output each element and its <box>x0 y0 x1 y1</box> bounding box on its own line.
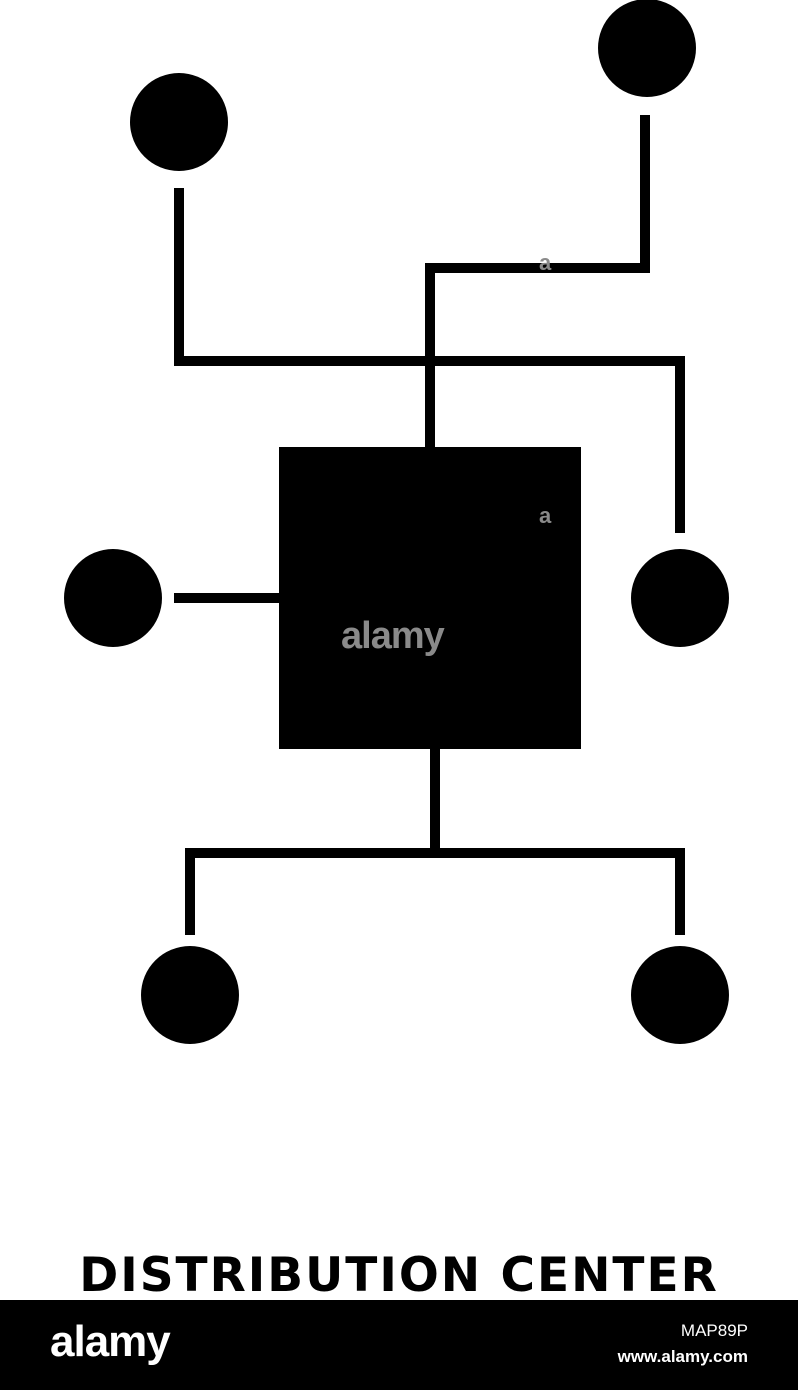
watermark-mark: a <box>539 250 552 275</box>
connector-bottom <box>185 749 685 935</box>
node-top-right <box>598 0 696 97</box>
distribution-center-icon <box>64 0 729 1044</box>
caption-title: DISTRIBUTION CENTER <box>79 1248 719 1303</box>
node-middle-right <box>631 549 729 647</box>
watermark-center: alamy <box>341 615 445 657</box>
node-top-left <box>130 73 228 171</box>
footer-brand-logo: alamy <box>50 1317 171 1366</box>
footer-image-id: MAP89P <box>680 1321 748 1340</box>
watermark-mark: a <box>539 503 552 528</box>
footer-url: www.alamy.com <box>617 1347 748 1366</box>
footer-bar: alamy MAP89P www.alamy.com <box>0 1300 798 1390</box>
node-bottom-right <box>631 946 729 1044</box>
node-middle-left <box>64 549 162 647</box>
node-bottom-left <box>141 946 239 1044</box>
connector-top-right <box>425 115 650 447</box>
hub-square <box>279 447 581 749</box>
